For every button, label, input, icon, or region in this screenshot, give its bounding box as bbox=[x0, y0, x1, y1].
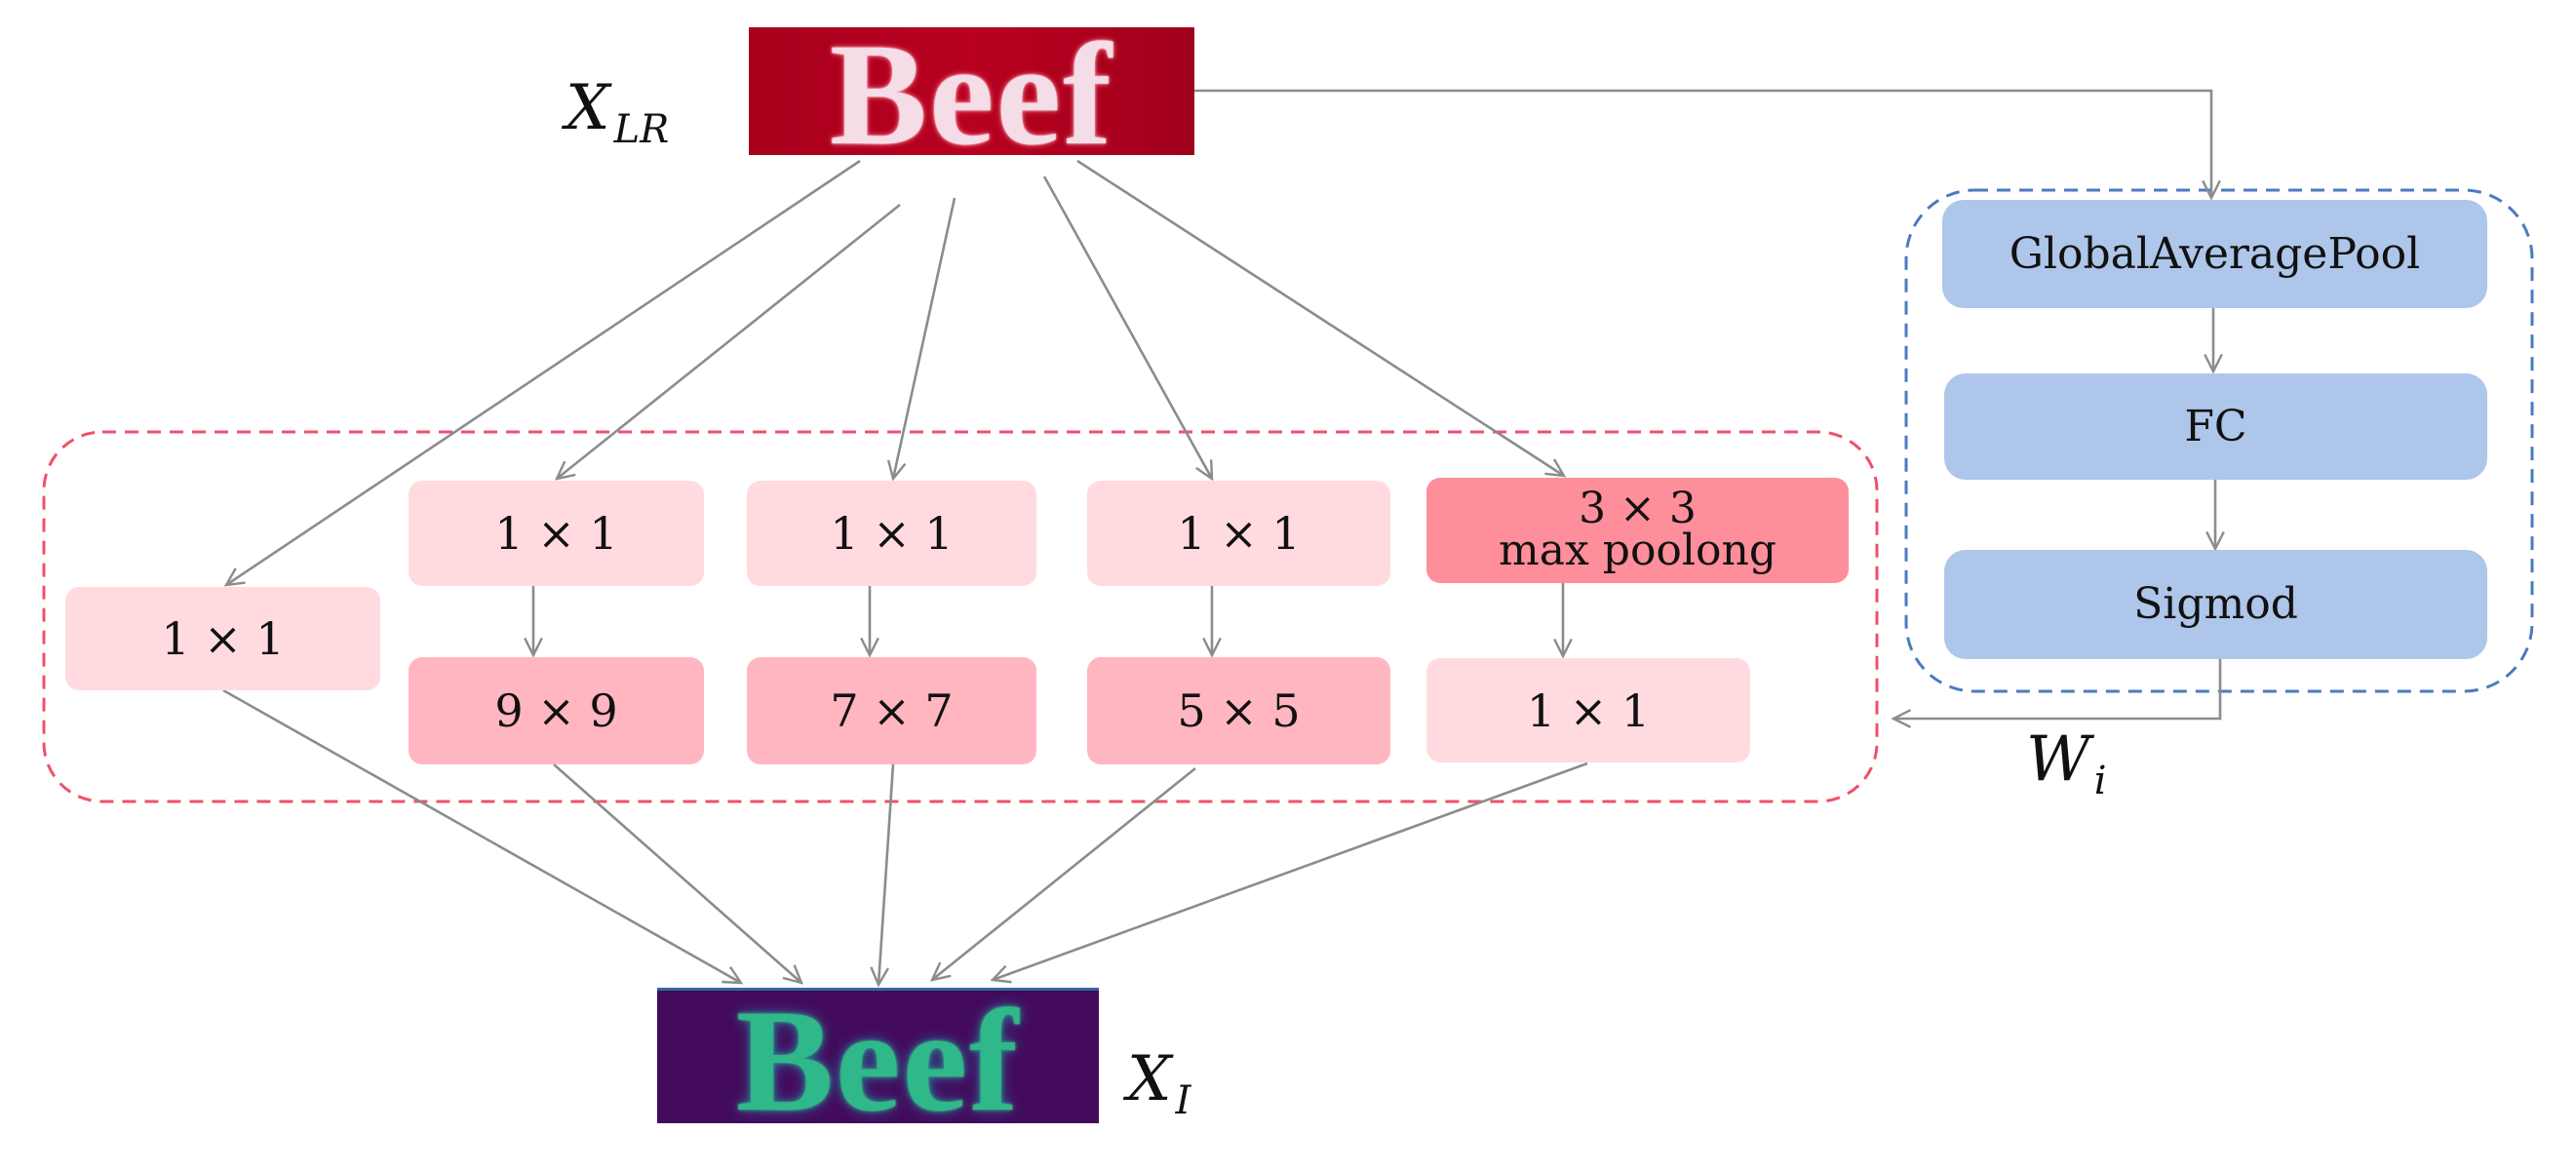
branch5-pool-size-label: 3 × 3 bbox=[1579, 484, 1697, 533]
global-average-pool-node: GlobalAveragePool bbox=[1942, 200, 2487, 308]
branch1-conv-1x1-label: 1 × 1 bbox=[161, 612, 285, 665]
branch5-conv-1x1: 1 × 1 bbox=[1426, 658, 1750, 762]
branch3-conv-7x7: 7 × 7 bbox=[747, 657, 1036, 764]
weight-symbol: W bbox=[2026, 723, 2090, 796]
arrow-input-to-gap bbox=[1194, 89, 2211, 198]
branch5-conv-1x1-label: 1 × 1 bbox=[1526, 684, 1651, 737]
branch4-conv-1x1-label: 1 × 1 bbox=[1177, 507, 1301, 560]
input-subscript: LR bbox=[613, 107, 670, 152]
arrow-branch5-to-output bbox=[993, 762, 1588, 980]
branch4-conv-1x1: 1 × 1 bbox=[1087, 481, 1390, 586]
arrow-input-to-branch2 bbox=[557, 203, 901, 479]
input-symbol: X bbox=[566, 72, 610, 144]
output-image: Beef bbox=[657, 988, 1099, 1123]
arrow-branch2-to-output bbox=[553, 763, 801, 983]
output-subscript: I bbox=[1175, 1078, 1191, 1123]
input-image-text: Beef bbox=[829, 27, 1114, 155]
output-symbol: X bbox=[1127, 1043, 1172, 1115]
weight-subscript: i bbox=[2093, 759, 2107, 803]
arrow-input-to-branch4 bbox=[1042, 176, 1212, 479]
input-image: Beef bbox=[749, 27, 1194, 155]
arrow-input-to-branch3 bbox=[893, 197, 956, 479]
branch4-conv-5x5-label: 5 × 5 bbox=[1177, 684, 1301, 737]
arrow-input-to-branch5 bbox=[1076, 159, 1564, 476]
branch2-conv-1x1-label: 1 × 1 bbox=[494, 507, 618, 560]
fc-node: FC bbox=[1944, 373, 2487, 480]
arrow-branch3-to-output bbox=[878, 763, 895, 985]
global-average-pool-label: GlobalAveragePool bbox=[2009, 228, 2421, 279]
branch5-max-pooling: 3 × 3 max poolong bbox=[1426, 478, 1849, 583]
branch2-conv-9x9-label: 9 × 9 bbox=[494, 684, 618, 737]
branch3-conv-1x1: 1 × 1 bbox=[747, 481, 1036, 586]
arrow-branch4-to-output bbox=[932, 766, 1196, 980]
sigmod-node: Sigmod bbox=[1944, 550, 2487, 659]
branch2-conv-1x1: 1 × 1 bbox=[409, 481, 704, 586]
fc-label: FC bbox=[2184, 401, 2247, 451]
branch2-conv-9x9: 9 × 9 bbox=[409, 657, 704, 764]
output-image-text: Beef bbox=[735, 988, 1021, 1123]
arrow-sigmod-to-block bbox=[1893, 659, 2222, 719]
branch3-conv-1x1-label: 1 × 1 bbox=[830, 507, 954, 560]
branch5-pool-type-label: max poolong bbox=[1499, 526, 1776, 575]
branch4-conv-5x5: 5 × 5 bbox=[1087, 657, 1390, 764]
branch3-conv-7x7-label: 7 × 7 bbox=[830, 684, 954, 737]
sigmod-label: Sigmod bbox=[2133, 579, 2298, 629]
branch1-conv-1x1: 1 × 1 bbox=[65, 587, 380, 690]
